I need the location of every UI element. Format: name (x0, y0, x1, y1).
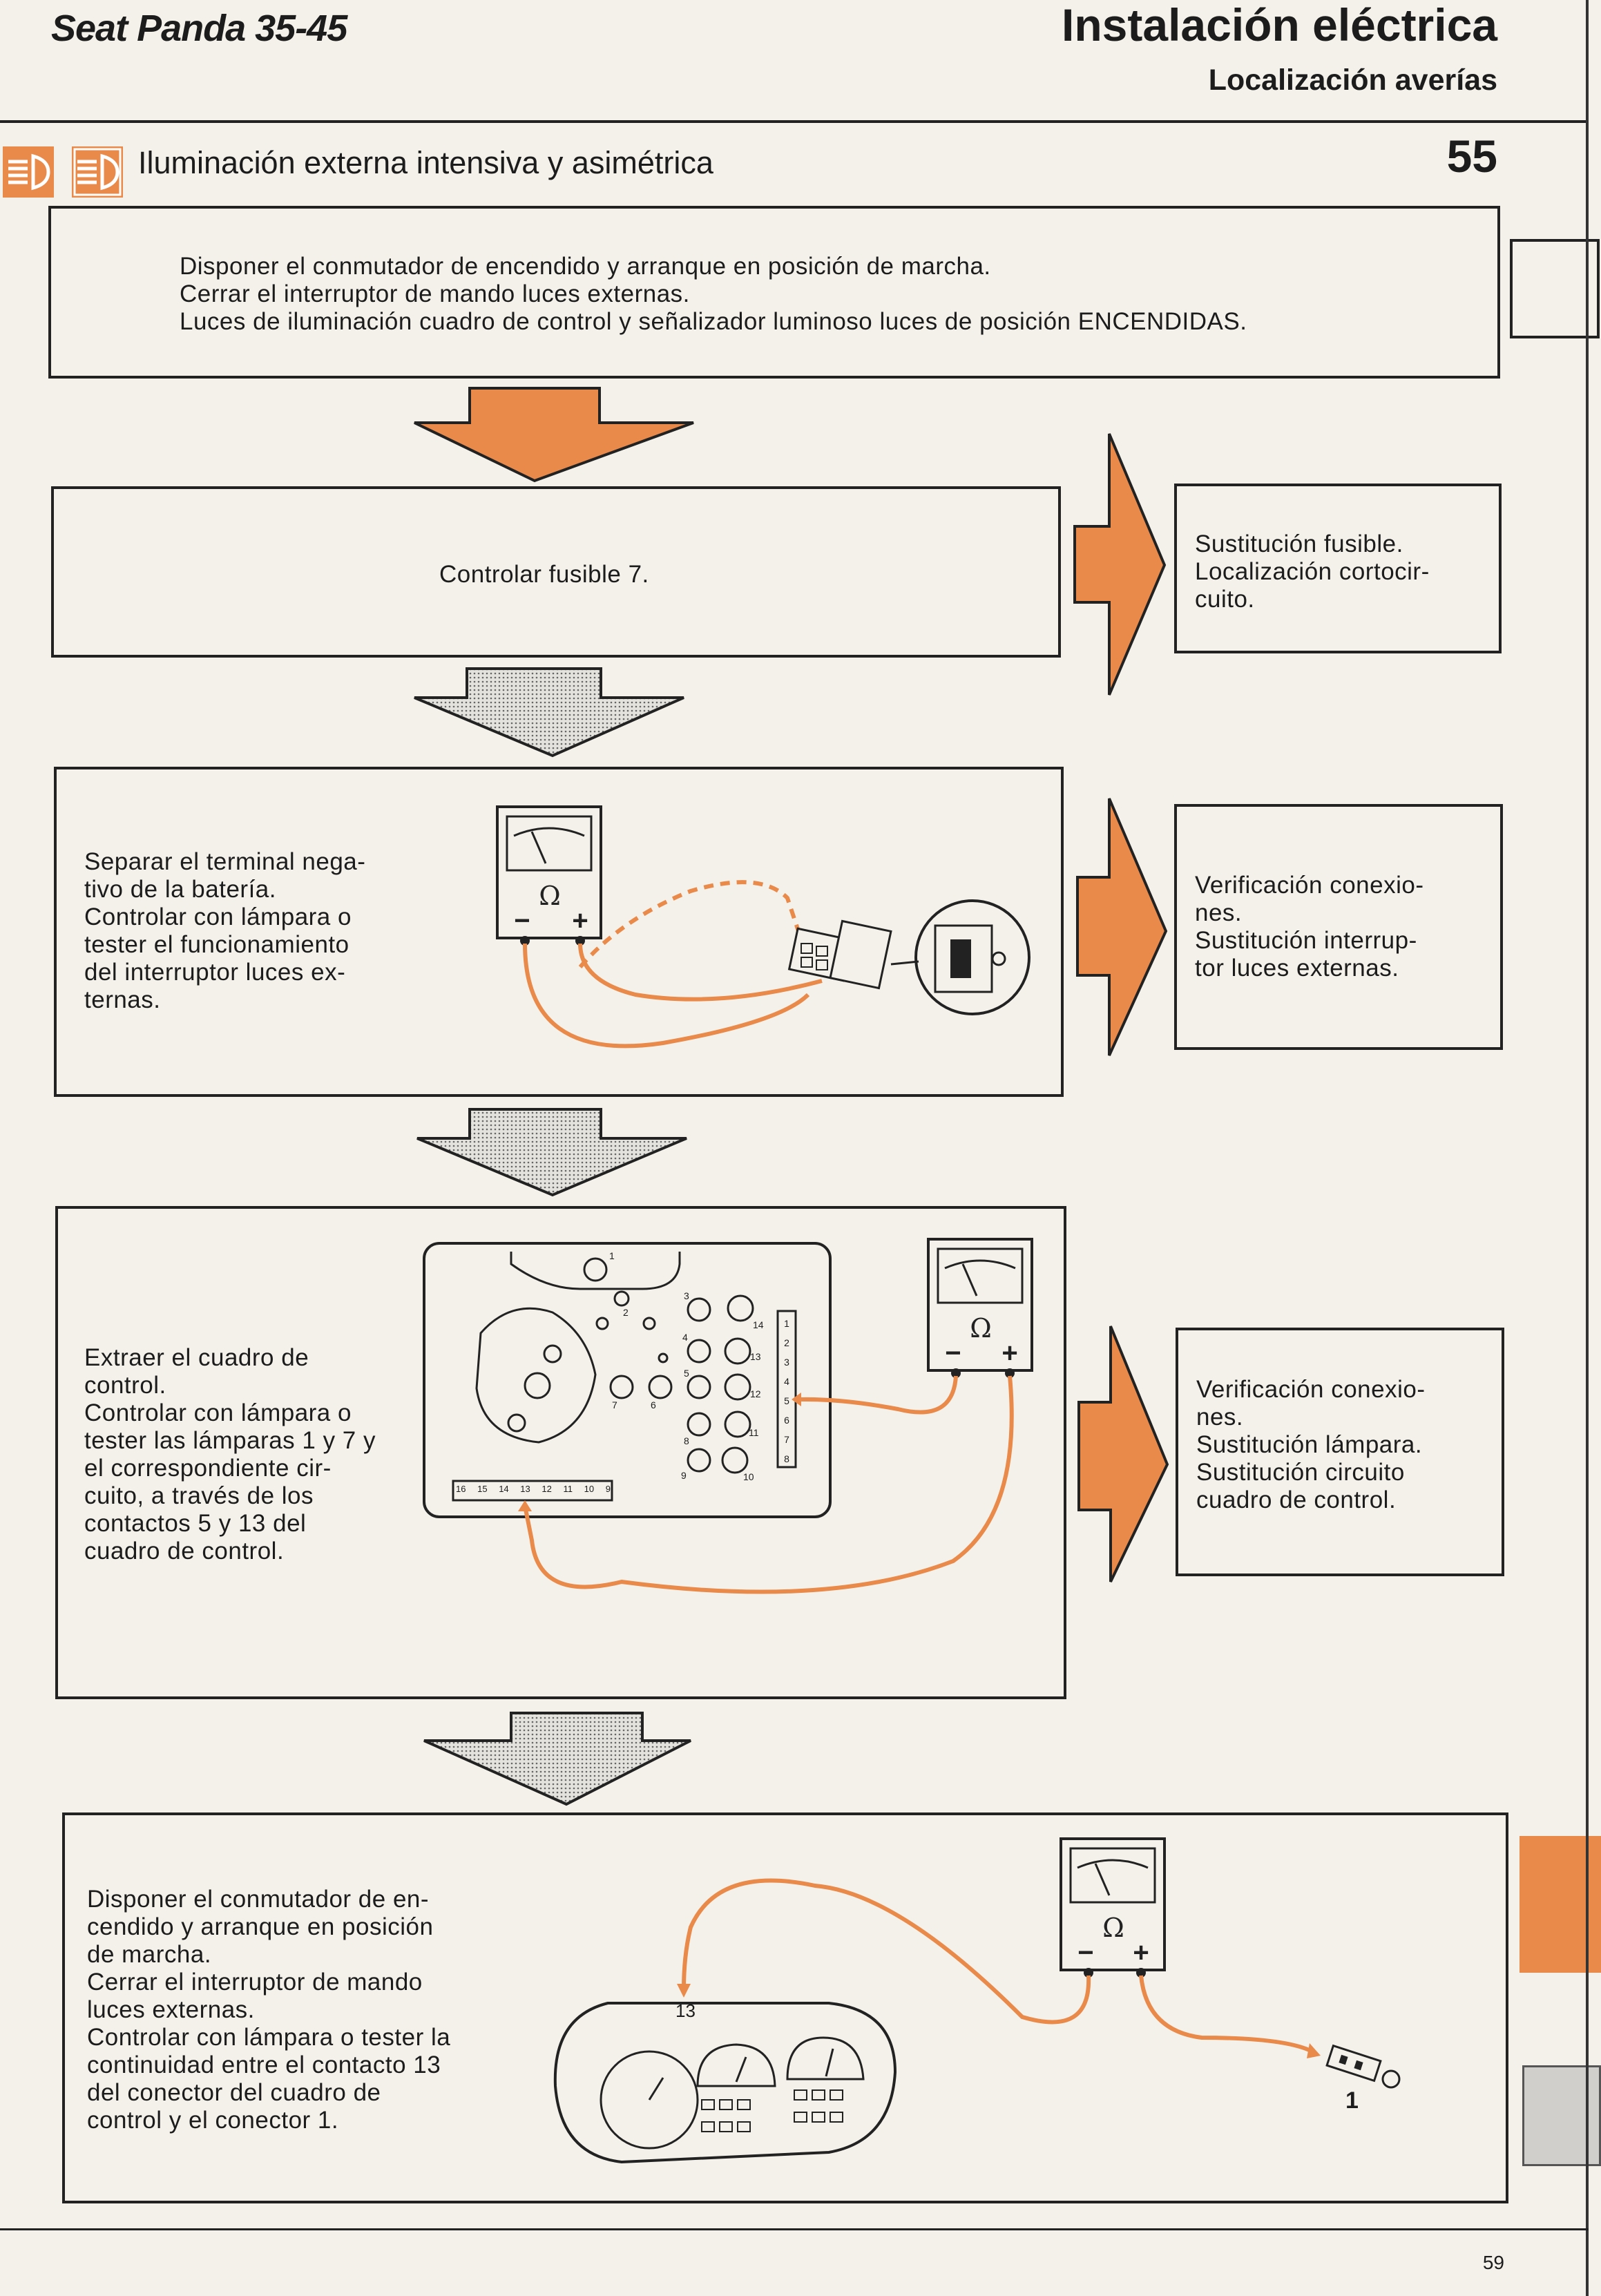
meter-ohm-label: Ω (1102, 1913, 1124, 1943)
socket-label: 11 (749, 1427, 759, 1438)
arrow-right-1 (1073, 433, 1167, 696)
terminal-label: 8 (784, 1453, 789, 1464)
terminal-label: 2 (784, 1337, 789, 1348)
meter-minus-label: − (945, 1338, 961, 1368)
meter-plus-label: + (1133, 1938, 1149, 1968)
step-3-remedy-box: Verificación conexio- nes. Sustitución i… (1174, 804, 1503, 1050)
terminal-label: 13 (520, 1484, 530, 1494)
switch-connector (787, 919, 892, 990)
meter-plus-label: + (572, 906, 588, 936)
terminal-label: 4 (784, 1376, 789, 1387)
step-2-remedy-text: Sustitución fusible. Localización cortoc… (1195, 530, 1430, 613)
meter-ohm-label: Ω (970, 1313, 992, 1343)
socket-label: 5 (684, 1368, 689, 1379)
step-4-remedy-text: Verificación conexio- nes. Sustitución l… (1196, 1376, 1426, 1513)
terminal-label: 14 (499, 1484, 509, 1494)
socket-label: 6 (651, 1399, 656, 1410)
step-5-box: Disponer el conmutador de en- cendido y … (62, 1812, 1508, 2203)
arrow-right-3 (1077, 1326, 1169, 1582)
section-title: Iluminación externa intensiva y asimétri… (138, 145, 713, 180)
step-4-remedy-box: Verificación conexio- nes. Sustitución l… (1176, 1328, 1504, 1576)
manual-model-title: Seat Panda 35-45 (51, 8, 347, 49)
terminal-label: 16 (456, 1484, 466, 1494)
terminal-label: 7 (784, 1434, 789, 1445)
meter-minus-label: − (514, 906, 530, 936)
socket-label: 7 (612, 1399, 617, 1410)
arrow-down-4 (423, 1712, 691, 1806)
high-beam-icon (72, 146, 123, 198)
step-3-box: Separar el terminal nega- tivo de la bat… (54, 767, 1064, 1097)
terminal-label: 12 (541, 1484, 552, 1494)
step-2-text: Controlar fusible 7. (439, 561, 649, 588)
page-number: 59 (1482, 2252, 1504, 2273)
meter-plus-label: + (1001, 1338, 1017, 1368)
contact-13-label: 13 (675, 2000, 696, 2021)
arrow-down-2 (414, 667, 684, 758)
terminal-label: 9 (605, 1484, 611, 1494)
terminal-label: 1 (784, 1318, 789, 1329)
step-3-remedy-text: Verificación conexio- nes. Sustitución i… (1195, 872, 1424, 982)
chapter-title: Instalación eléctrica (1062, 0, 1497, 50)
arrow-down-3 (416, 1108, 687, 1197)
terminal-label: 6 (784, 1415, 789, 1426)
step-1-box: Disponer el conmutador de encendido y ar… (48, 206, 1500, 379)
terminal-label: 5 (784, 1395, 789, 1406)
socket-label: 13 (750, 1351, 761, 1362)
socket-label: 8 (684, 1435, 689, 1446)
arrow-right-2 (1076, 798, 1168, 1056)
connector-1 (1325, 2044, 1401, 2089)
terminal-strip-right: 1 2 3 4 5 6 7 8 (778, 1314, 796, 1469)
terminal-label: 3 (784, 1357, 789, 1368)
edge-tab-top (1510, 239, 1600, 338)
socket-label: 1 (609, 1250, 615, 1261)
connector-1-label: 1 (1345, 2087, 1359, 2114)
socket-label: 2 (623, 1307, 629, 1318)
header-rule (0, 120, 1589, 123)
step-2-remedy-box: Sustitución fusible. Localización cortoc… (1174, 484, 1502, 653)
meter-ohm-label: Ω (539, 881, 561, 911)
socket-label: 9 (681, 1470, 687, 1481)
terminal-strip-bottom: 16 15 14 13 12 11 10 9 (456, 1484, 611, 1494)
terminal-label: 10 (584, 1484, 595, 1494)
socket-label: 3 (684, 1290, 689, 1301)
section-number: 55 (1446, 131, 1497, 182)
step-3-text: Separar el terminal nega- tivo de la bat… (84, 848, 366, 1013)
socket-label: 12 (750, 1388, 761, 1399)
footer-rule (0, 2228, 1589, 2230)
socket-label: 4 (682, 1332, 688, 1343)
step-2-box: Controlar fusible 7. (51, 486, 1061, 658)
step-5-text: Disponer el conmutador de en- cendido y … (87, 1886, 451, 2134)
socket-label: 10 (743, 1471, 754, 1482)
terminal-label: 15 (477, 1484, 488, 1494)
chapter-subtitle: Localización averías (1208, 64, 1497, 97)
meter-minus-label: − (1077, 1938, 1093, 1968)
high-beam-icon (3, 146, 54, 198)
step-4-text: Extraer el cuadro de control. Controlar … (84, 1344, 376, 1565)
step-1-text: Disponer el conmutador de encendido y ar… (180, 253, 1247, 335)
socket-label: 14 (753, 1319, 764, 1330)
terminal-label: 11 (563, 1484, 573, 1494)
arrow-down-1 (414, 387, 694, 483)
page-right-edge (1586, 0, 1589, 2296)
step-4-box: Extraer el cuadro de control. Controlar … (55, 1206, 1066, 1699)
